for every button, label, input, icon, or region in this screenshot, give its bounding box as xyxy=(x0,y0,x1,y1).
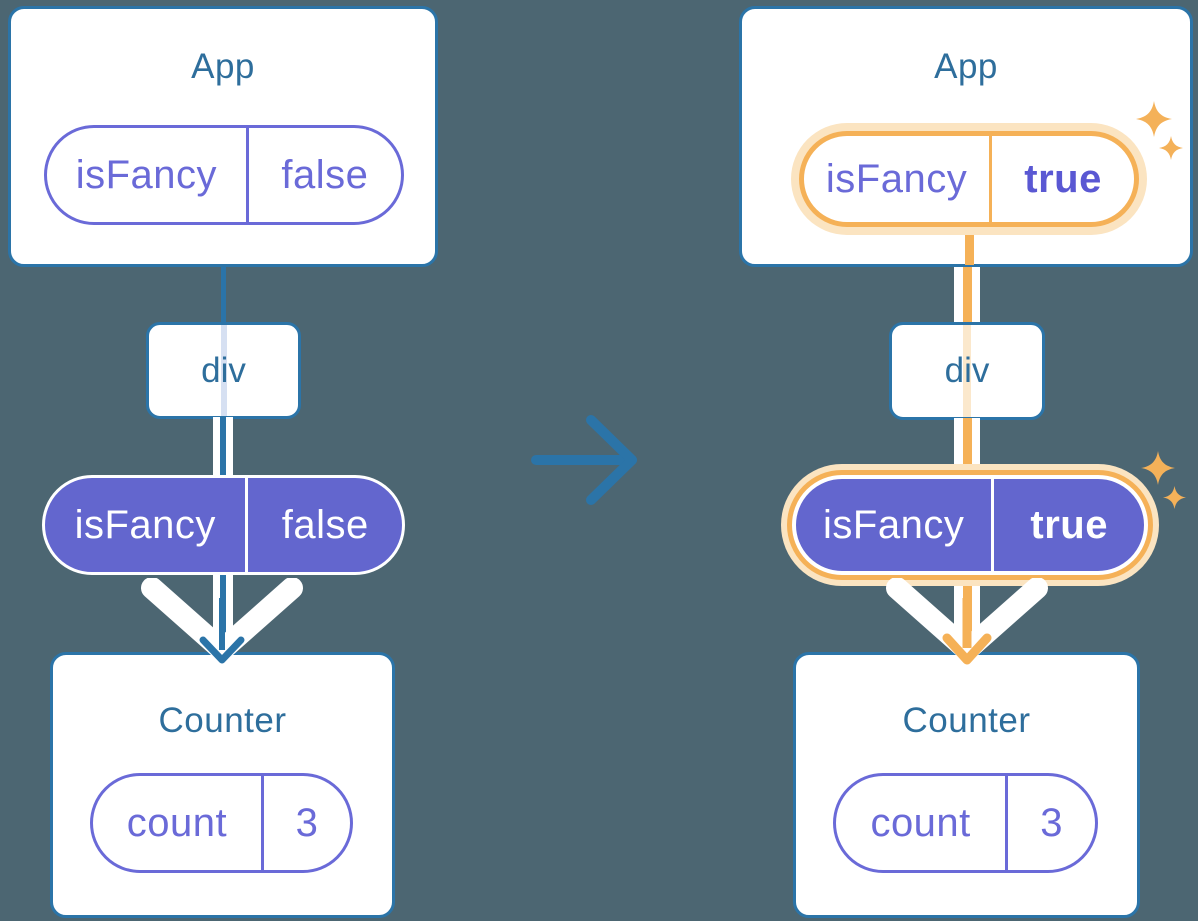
prop-value: true xyxy=(1030,502,1108,547)
prop-value: false xyxy=(281,152,369,197)
prop-key: isFancy xyxy=(47,128,249,222)
passed-prop-pill: isFancy false xyxy=(42,475,405,575)
down-arrow-icon xyxy=(886,578,1048,665)
prop-key: isFancy xyxy=(45,478,249,572)
flow-line-in-card xyxy=(965,231,974,265)
through-line xyxy=(220,325,227,416)
app-card: App isFancy false xyxy=(8,6,438,267)
counter-state-pill: count 3 xyxy=(833,773,1098,873)
sparkle-icon xyxy=(1136,101,1172,137)
sparkle-icon xyxy=(1141,451,1175,485)
counter-card-title: Counter xyxy=(158,701,287,740)
flow-core xyxy=(220,417,226,477)
prop-key: isFancy xyxy=(804,136,993,222)
flow-core xyxy=(962,265,972,325)
connector-app-div xyxy=(954,265,980,325)
state-key: count xyxy=(836,776,1009,870)
counter-card: Counter count 3 xyxy=(793,652,1140,918)
connector-div-pill xyxy=(954,418,980,477)
div-node-label: div xyxy=(944,351,990,390)
prop-key: isFancy xyxy=(796,479,995,571)
app-card-title: App xyxy=(934,47,998,86)
sparkle-icon-small xyxy=(1159,136,1183,160)
div-node: div xyxy=(146,322,301,419)
transition-right-arrow-icon xyxy=(531,415,637,505)
prop-value: false xyxy=(281,502,369,547)
connector-div-pill xyxy=(213,417,233,477)
state-value: 3 xyxy=(295,800,319,845)
prop-value: true xyxy=(1024,156,1102,201)
state-value: 3 xyxy=(1040,800,1063,845)
app-card: App isFancy true xyxy=(739,6,1193,267)
through-line xyxy=(963,325,971,417)
counter-state-pill: count 3 xyxy=(90,773,353,873)
app-card-title: App xyxy=(191,47,255,86)
app-prop-pill-highlighted: isFancy true xyxy=(799,131,1139,227)
down-arrow-icon xyxy=(141,578,303,664)
flow-core xyxy=(962,418,972,477)
div-node-label: div xyxy=(201,350,246,390)
counter-card-title: Counter xyxy=(902,701,1031,740)
connector-app-div xyxy=(221,265,226,325)
div-node: div xyxy=(889,322,1045,420)
counter-card: Counter count 3 xyxy=(50,652,395,918)
app-prop-pill: isFancy false xyxy=(44,125,404,225)
sparkle-icon-small xyxy=(1163,486,1186,509)
state-key: count xyxy=(93,776,264,870)
passed-prop-pill-highlighted: isFancy true xyxy=(792,475,1148,575)
